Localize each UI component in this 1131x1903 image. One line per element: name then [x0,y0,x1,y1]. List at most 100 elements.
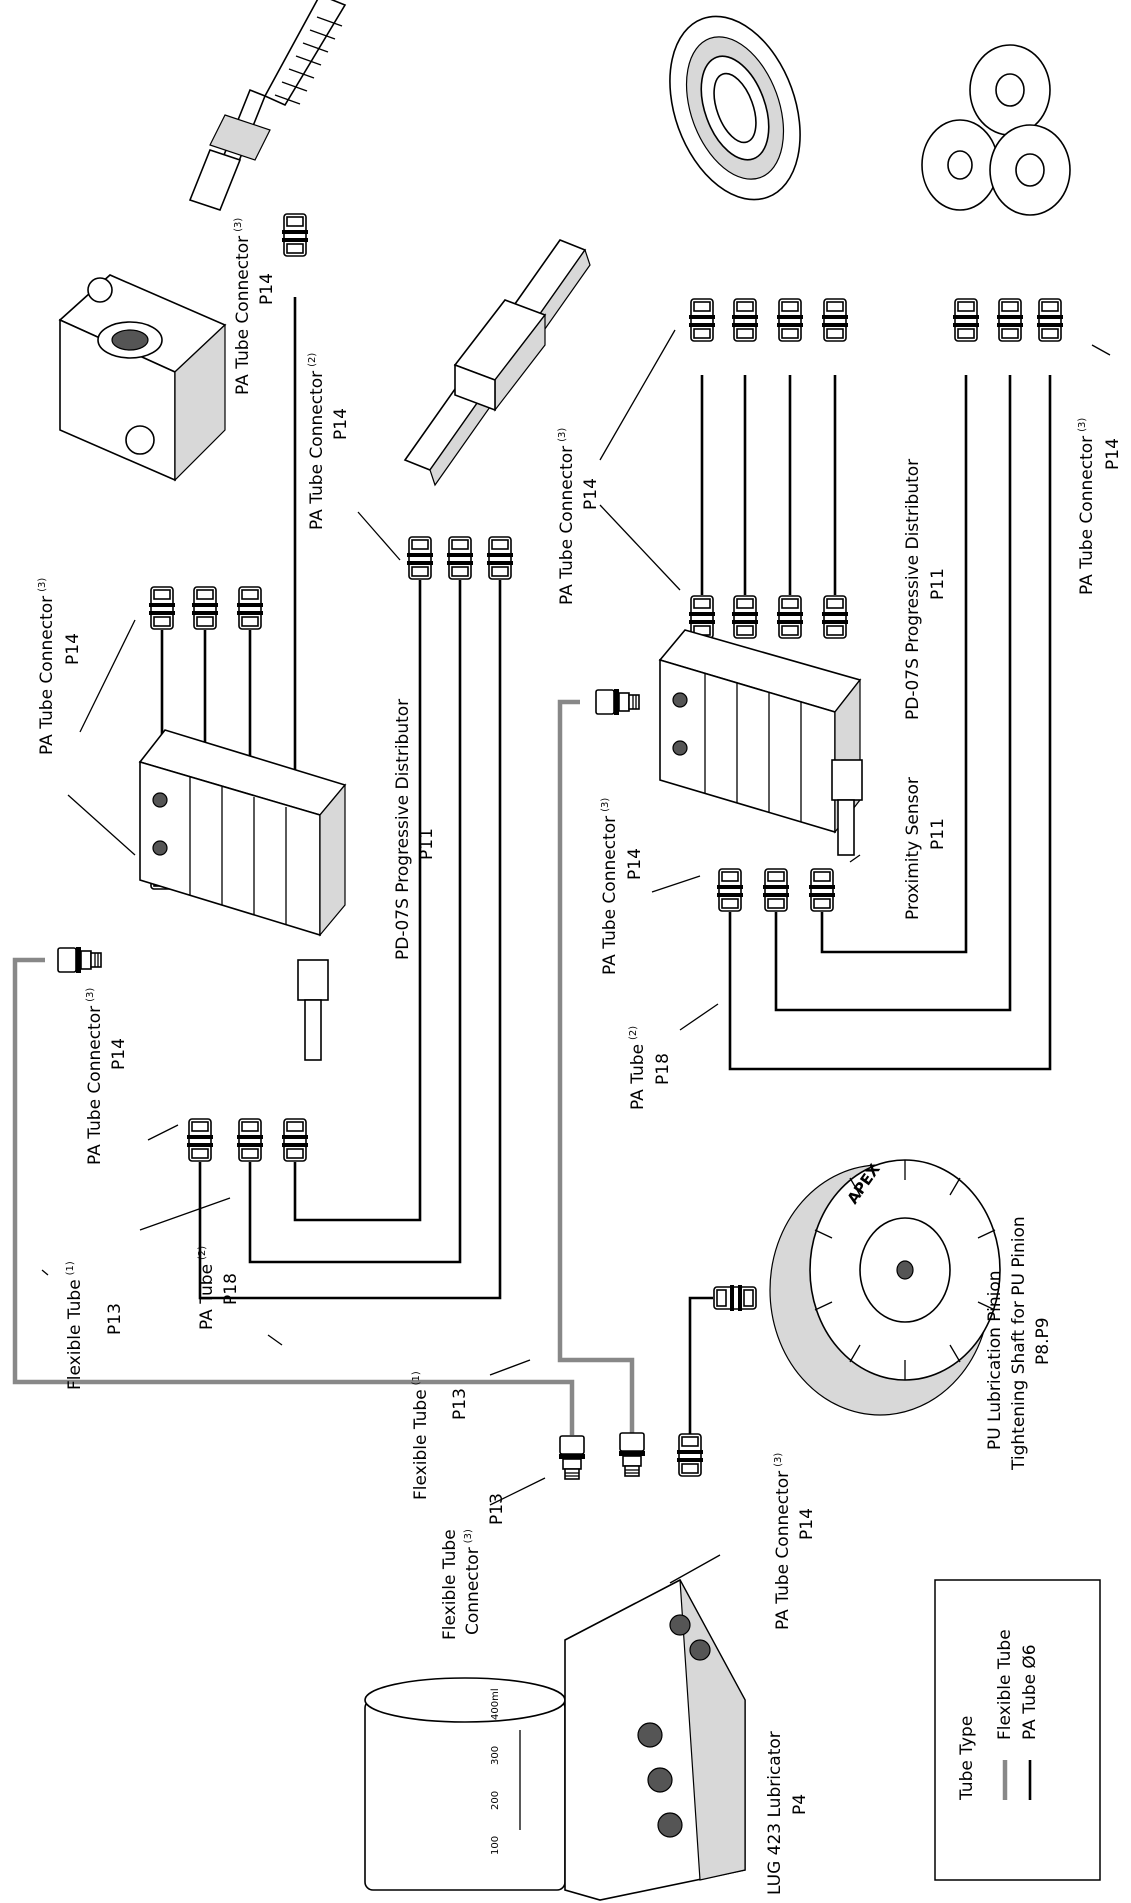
distributor-right-illustration [658,629,863,856]
label-text: PA Tube Connector [1077,436,1097,595]
label-text: PA Tube Connector [85,1006,105,1165]
leader-lines [41,329,1111,1584]
scale-300: 300 [490,1746,501,1765]
label-sup: (1) [411,1371,422,1385]
lubricator-illustration: 400ml 300 200 100 [364,1578,746,1901]
label-pinion: PU Lubrication Pinion Tightening Shaft f… [985,1216,1053,1471]
label-sup: (3) [233,218,244,232]
pa-tubes [160,297,1052,1435]
svg-text:PA Tube Connector(3): PA Tube Connector (3) [600,798,620,975]
legend: Tube Type Flexible Tube PA Tube Ø6 [934,1579,1101,1881]
svg-text:PA Tube(2): PA Tube (2) [628,1026,648,1110]
label-lubricator: LUG 423 Lubricator P4 [765,1731,810,1895]
label-page: P11 [417,828,437,860]
label-page: P18 [653,1053,673,1085]
label-sup: (3) [463,1529,474,1543]
label-page: P13 [487,1493,507,1525]
label-sup: (1) [65,1261,76,1275]
svg-text:PA Tube(2): PA Tube (2) [197,1246,217,1330]
label-page: P14 [1103,438,1123,470]
label-text: PD-07S Progressive Distributor [903,459,923,720]
label-page: P11 [928,568,948,600]
label-text: PD-07S Progressive Distributor [393,699,413,960]
legend-item-flexible: Flexible Tube [995,1629,1015,1740]
label-sup: (3) [1077,418,1088,432]
label-pa-tube-connector-mid-top: PA Tube Connector (3) P14 [557,428,601,605]
label-page: P14 [63,633,83,665]
label-page: P18 [221,1273,241,1305]
label-pa-tube-connector-mid-bottom: PA Tube Connector (3) P14 [600,798,645,975]
label-text: Proximity Sensor [903,777,923,920]
label-text: PA Tube Connector [37,596,57,755]
roller-bearing-illustration [669,15,801,201]
label-flexible-tube-left: Flexible Tube (1) P13 [65,1261,125,1390]
label-pa-tube-connector-rail: PA Tube Connector(2) P14 [307,353,351,530]
svg-text:PA Tube Connector(3): PA Tube Connector (3) [1077,418,1097,595]
label-page: P14 [625,848,645,880]
labels: PA Tube Connector (3) P14 PA Tube Connect… [37,218,1123,1895]
label-text: LUG 423 Lubricator [765,1731,785,1895]
scale-100: 100 [490,1836,501,1855]
label-page: P14 [581,478,601,510]
label-text: PA Tube Connector [773,1471,793,1630]
svg-text:PA Tube Connector(3): PA Tube Connector (3) [557,428,577,605]
label-pa-tube-left: PA Tube (2) P18 [197,1246,241,1330]
legend-title: Tube Type [957,1716,977,1801]
label-pa-tube-connector-bearing: PA Tube Connector(3) P14 [233,218,277,395]
label-text: PA Tube [628,1044,648,1110]
scale-200: 200 [490,1791,501,1810]
scale-400: 400ml [490,1688,501,1720]
label-text: Flexible Tube [65,1279,85,1390]
label-pa-tube-connector-left-bottom: PA Tube Connector (3) P14 [85,988,129,1165]
distributor-left-illustration [138,729,347,1061]
label-flexible-tube-mid: Flexible Tube (1) P13 [411,1371,470,1500]
label-proximity-sensor: Proximity Sensor P11 [903,777,948,920]
legend-item-pa: PA Tube Ø6 [1020,1644,1040,1740]
label-page: P14 [257,273,277,305]
label-sup: (3) [37,578,48,592]
svg-text:PA Tube Connector(3): PA Tube Connector (3) [773,1453,793,1630]
label-sup: (3) [85,988,96,1002]
label-text: PA Tube Connector [557,446,577,605]
label-distributor-right: PD-07S Progressive Distributor P11 [903,459,948,720]
flexible-tubes [12,699,635,1435]
label-distributor-left: PD-07S Progressive Distributor P11 [393,699,437,960]
label-text-2: Tightening Shaft for PU Pinion [1009,1216,1029,1471]
label-text-2: Connector [463,1547,483,1635]
label-flexible-tube-connector: Flexible Tube Connector (3) P13 [440,1493,507,1640]
label-page: P4 [790,1794,810,1815]
label-pa-tube-connector-far-right: PA Tube Connector (3) P14 [1077,418,1123,595]
svg-text:Flexible Tube(1): Flexible Tube (1) [411,1371,431,1500]
label-sup: (2) [628,1026,639,1040]
lubrication-pinion-illustration: APEX [769,1159,1001,1416]
label-sup: (3) [557,428,568,442]
label-sup: (2) [197,1246,208,1260]
label-page: P13 [450,1388,470,1420]
svg-text:PA Tube Connector(3): PA Tube Connector(3) [233,218,253,395]
svg-text:PA Tube Connector(3): PA Tube Connector (3) [85,988,105,1165]
label-page: P11 [928,818,948,850]
label-page: P14 [331,408,351,440]
label-text: PA Tube [197,1264,217,1330]
label-text-1: Flexible Tube [440,1529,460,1640]
svg-text:Flexible Tube(1): Flexible Tube (1) [65,1261,85,1390]
label-page: P14 [797,1508,817,1540]
pillow-block-illustration [58,274,227,482]
label-page: P14 [109,1038,129,1070]
label-sup: (2) [307,353,318,367]
ball-screw-illustration [188,0,347,211]
label-text: PA Tube Connector [600,816,620,975]
svg-text:Connector(3): Connector (3) [463,1529,483,1635]
svg-text:PA Tube Connector(2): PA Tube Connector(2) [307,353,327,530]
label-sup: (3) [600,798,611,812]
svg-text:PA Tube Connector(3): PA Tube Connector (3) [37,578,57,755]
label-page: P13 [105,1303,125,1335]
label-text: Flexible Tube [411,1389,431,1500]
label-sup: (3) [773,1453,784,1467]
label-text-1: PU Lubrication Pinion [985,1270,1005,1450]
cam-followers-illustration [921,44,1071,216]
label-page: P8.P9 [1033,1317,1053,1365]
linear-rail-illustration [403,239,591,487]
label-pa-tube-connector-bottom: PA Tube Connector (3) P14 [773,1453,817,1630]
